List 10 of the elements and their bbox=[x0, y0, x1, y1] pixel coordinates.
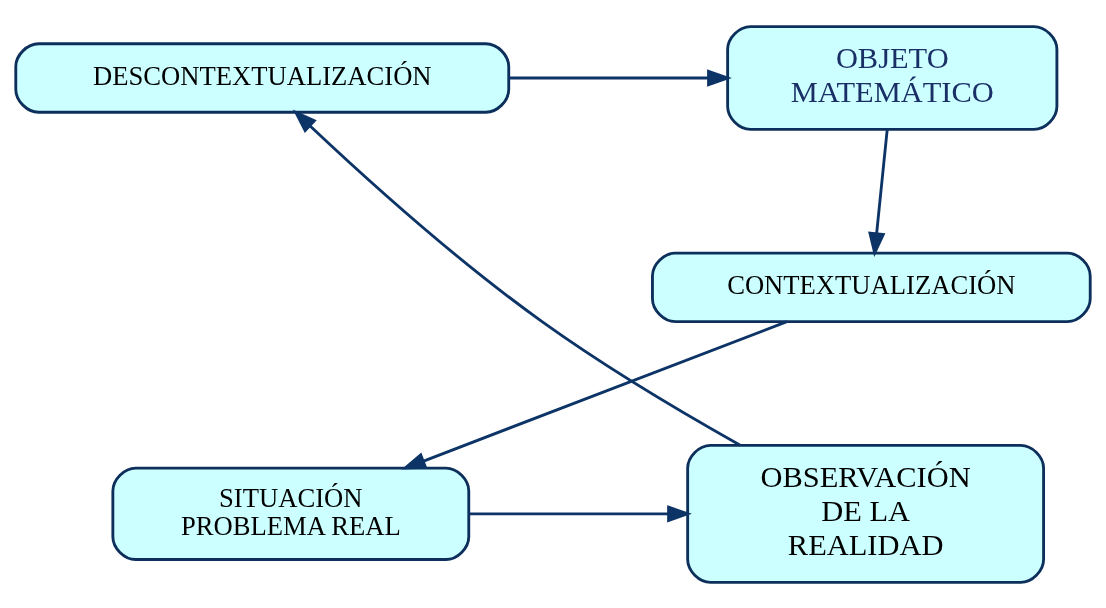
node-box: DESCONTEXTUALIZACIÓN bbox=[14, 41, 511, 114]
node-box: OBSERVACIÓN DE LA REALIDAD bbox=[686, 443, 1045, 584]
arrow bbox=[401, 319, 788, 470]
node-box: OBJETO MATEMÁTICO bbox=[726, 24, 1059, 131]
arrow bbox=[292, 109, 741, 446]
arrow bbox=[509, 68, 732, 87]
arrow bbox=[868, 129, 889, 257]
node-box: CONTEXTUALIZACIÓN bbox=[651, 251, 1092, 323]
arrow bbox=[469, 504, 692, 523]
node-box: SITUACIÓN PROBLEMA REAL bbox=[111, 466, 471, 561]
